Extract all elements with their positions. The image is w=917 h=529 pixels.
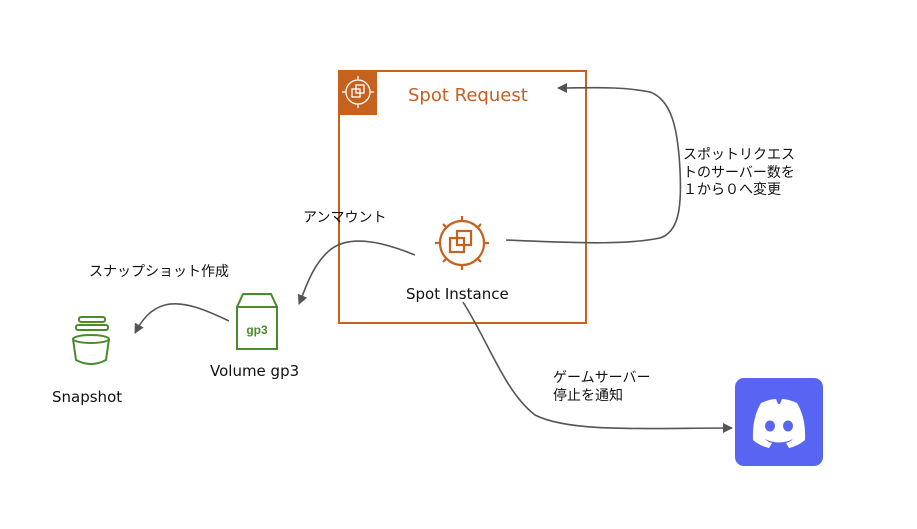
edge-scale-down[interactable] — [505, 82, 682, 244]
spot-fleet-icon — [339, 71, 377, 115]
spot-request-group[interactable] — [338, 70, 587, 324]
edge-label-notify: ゲームサーバー 停止を通知 — [553, 370, 651, 404]
edge-label-create-snapshot: スナップショット作成 — [89, 264, 229, 280]
edge-create-snapshot[interactable] — [134, 303, 230, 334]
edge-unmount[interactable] — [297, 240, 416, 305]
spot-request-title: Spot Request — [408, 85, 528, 106]
edge-label-unmount: アンマウント — [303, 210, 387, 226]
volume-badge: gp3 — [246, 323, 268, 337]
snapshot-bucket-icon[interactable] — [72, 316, 110, 365]
ebs-volume-icon[interactable]: gp3 — [236, 293, 278, 350]
snapshot-label: Snapshot — [52, 388, 123, 406]
edge-label-scale-down: スポットリクエス トのサーバー数を １から０へ変更 — [683, 147, 795, 198]
discord-icon[interactable] — [735, 378, 823, 466]
volume-label: Volume gp3 — [210, 362, 300, 380]
ec2-instance-icon[interactable] — [435, 216, 489, 270]
spot-instance-label: Spot Instance — [406, 285, 509, 303]
edge-notify[interactable] — [462, 301, 733, 434]
